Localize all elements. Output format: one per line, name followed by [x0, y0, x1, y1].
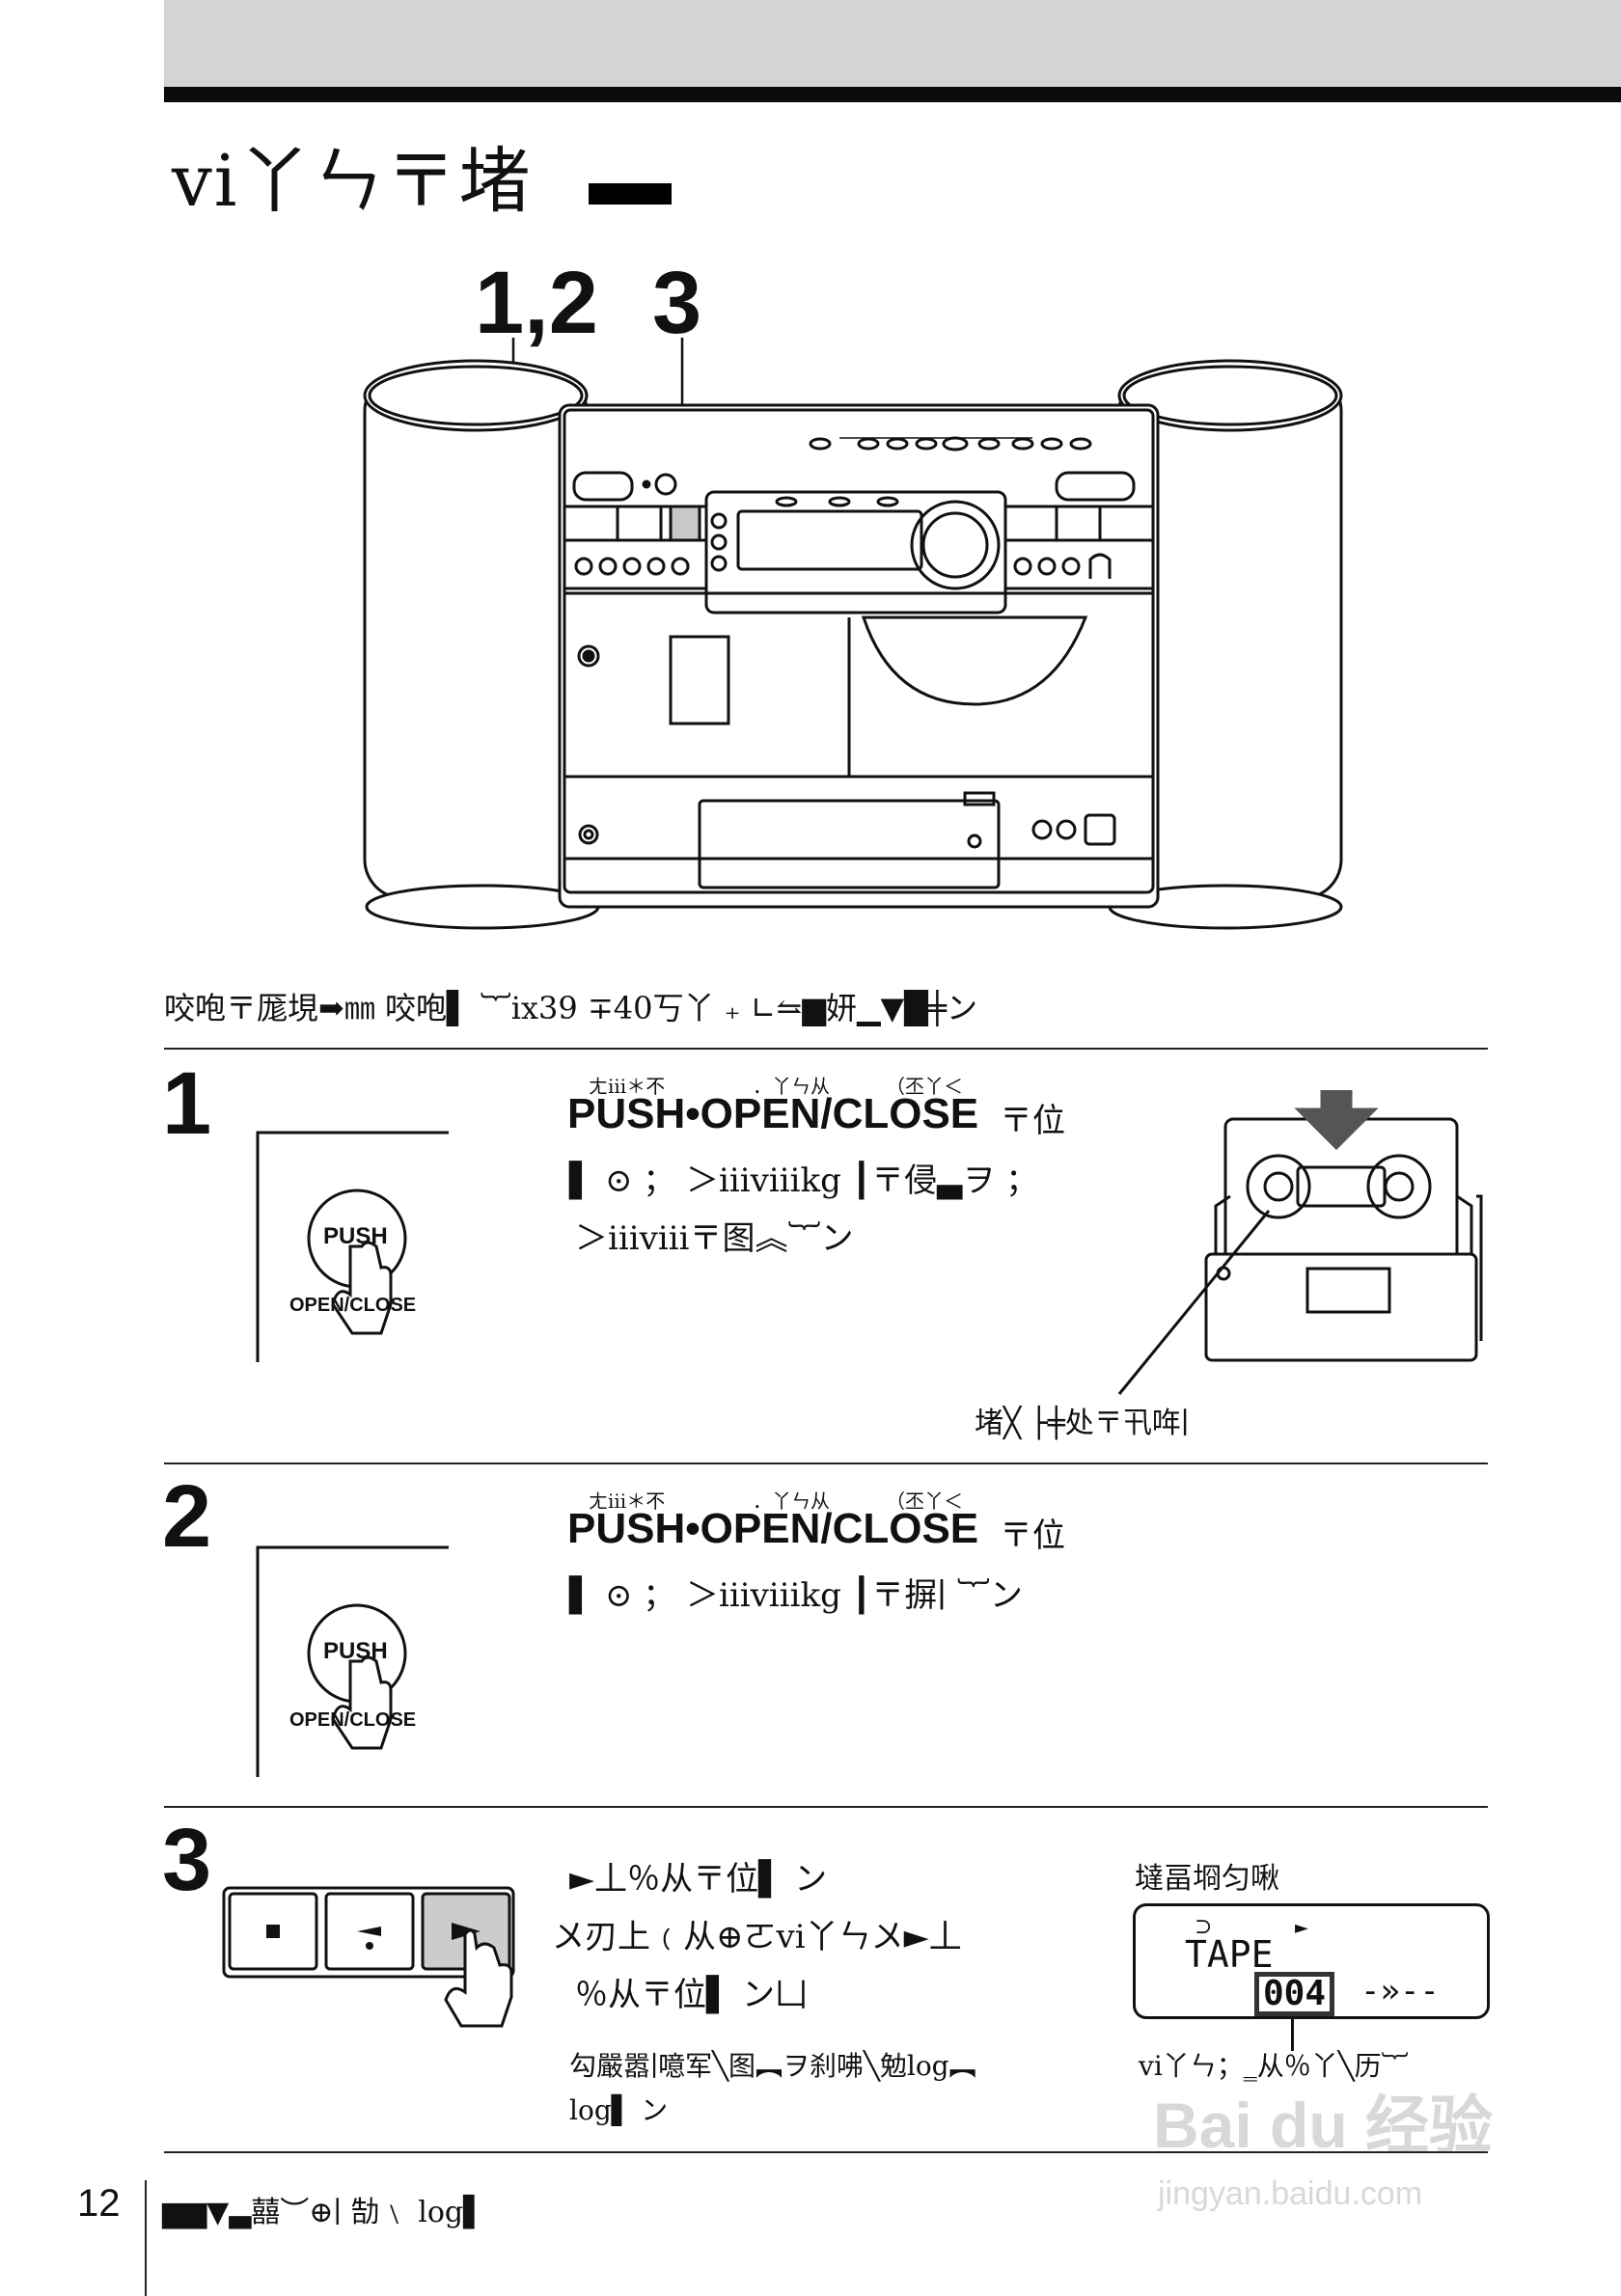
step-1-push-button-illustration: PUSH OPEN/CLOSE: [256, 1131, 449, 1362]
play-indicator-icon: ►: [1295, 1918, 1308, 1938]
header-gray-bar: [164, 0, 1621, 87]
cassette-insert-illustration: [1117, 1090, 1483, 1395]
footer-rule: [164, 2151, 1488, 2153]
step-2-number: 2: [162, 1467, 212, 1566]
step-2-command: PUSH•OPEN/CLOSE: [567, 1505, 979, 1552]
display-counter: 004: [1254, 1972, 1335, 2016]
step-1-caption: 堵╳ ├╪处〒卂哖∣: [975, 1407, 1190, 1440]
display-tape-label: TAPE: [1185, 1933, 1274, 1976]
stereo-illustration: [363, 338, 1343, 930]
step-2-ruby-1: ㄤiii＊不: [589, 1490, 666, 1513]
step-1-rule: [164, 1048, 1488, 1050]
display-arrow: -»--: [1360, 1972, 1440, 2010]
step-2-ruby-2: ．丫ㄣ从: [753, 1490, 830, 1513]
intro-text: 咬咆〒厖垷➡㎜ 咬咆▌ ︸ⅸ39 ∓40丂丫 ₊ ∟⥦▆妍▁▼█╪ン: [164, 990, 978, 1026]
step-2-button-label-open-close: OPEN/CLOSE: [289, 1709, 417, 1731]
page-number: 12: [77, 2182, 121, 2225]
header-black-bar: [164, 87, 1621, 102]
step-2-line-1: ▌ ⊙ ； ＞iiiⅷkg ┃〒摒∣ ︸ン: [569, 1576, 1023, 1615]
step-3-line-3: ％从〒位▌ ン凵: [575, 1976, 808, 2014]
step-3-display-caption: 墶畐埛匀啾: [1135, 1862, 1279, 1896]
step-3-line-2: 〤刃上﹙从⊕ㄛvi丫ㄣ〤►丄: [552, 1918, 962, 1956]
step-3-number: 3: [162, 1811, 212, 1909]
step-1-command: PUSH•OPEN/CLOSE: [567, 1090, 979, 1137]
watermark-logo: Bai du 经验: [1153, 2090, 1494, 2161]
step-3-display-footnote: vi丫ㄣ；‗从％丫╲历︸: [1139, 2050, 1409, 2082]
step-2-rule: [164, 1462, 1488, 1464]
step-2-button-label-push: PUSH: [323, 1638, 388, 1664]
step-1-ruby-2: ．丫ㄣ从: [753, 1075, 830, 1098]
watermark-url: jingyan.baidu.com: [1158, 2175, 1423, 2212]
tape-counter-display: [1133, 1903, 1490, 2019]
tape-direction-icon: ⊃: [1195, 1915, 1213, 1939]
callout-3: 3: [652, 254, 702, 352]
callout-1-2: 1,2: [475, 254, 598, 352]
display-pointer-line: [1291, 2018, 1294, 2051]
step-1-line-2: ＞iiiⅷ〒图︽︸ン: [575, 1219, 854, 1258]
step-3-line-1: ►丄％从〒位▌ ン: [569, 1860, 828, 1899]
footer-divider: [145, 2180, 147, 2296]
step-2-push-button-illustration: PUSH OPEN/CLOSE: [256, 1545, 449, 1777]
step-1-ruby-1: ㄤiii＊不: [589, 1075, 666, 1098]
step-1-ruby-3: （丕丫＜: [886, 1075, 963, 1098]
footer-section-label: ▆▆▼▃囍︶⊕∣ 勂﹨ log▌: [162, 2196, 486, 2229]
step-1-button-label-open-close: OPEN/CLOSE: [289, 1295, 417, 1316]
page-title: vi丫ㄣ〒堵: [172, 140, 533, 223]
step-1-command-suffix: 〒位: [1000, 1102, 1065, 1140]
title-bar-mark: [589, 183, 672, 205]
step-3-note-1: 勾嚴嚣∣噫军╲图︻ヲ刹咈╲勉log︻: [569, 2050, 976, 2082]
step-1-button-label-push: PUSH: [323, 1223, 388, 1249]
step-1-line-1: ▌ ⊙ ； ＞iiiⅷkg ┃〒侵▃ヲ ；: [569, 1162, 1039, 1200]
step-2-command-suffix: 〒位: [1000, 1517, 1065, 1555]
transport-buttons-illustration: [222, 1886, 515, 2028]
step-3-note-2: log▌ ン: [569, 2094, 669, 2126]
step-2-ruby-3: （丕丫＜: [886, 1490, 963, 1513]
step-3-rule: [164, 1806, 1488, 1808]
step-1-number: 1: [162, 1054, 212, 1153]
